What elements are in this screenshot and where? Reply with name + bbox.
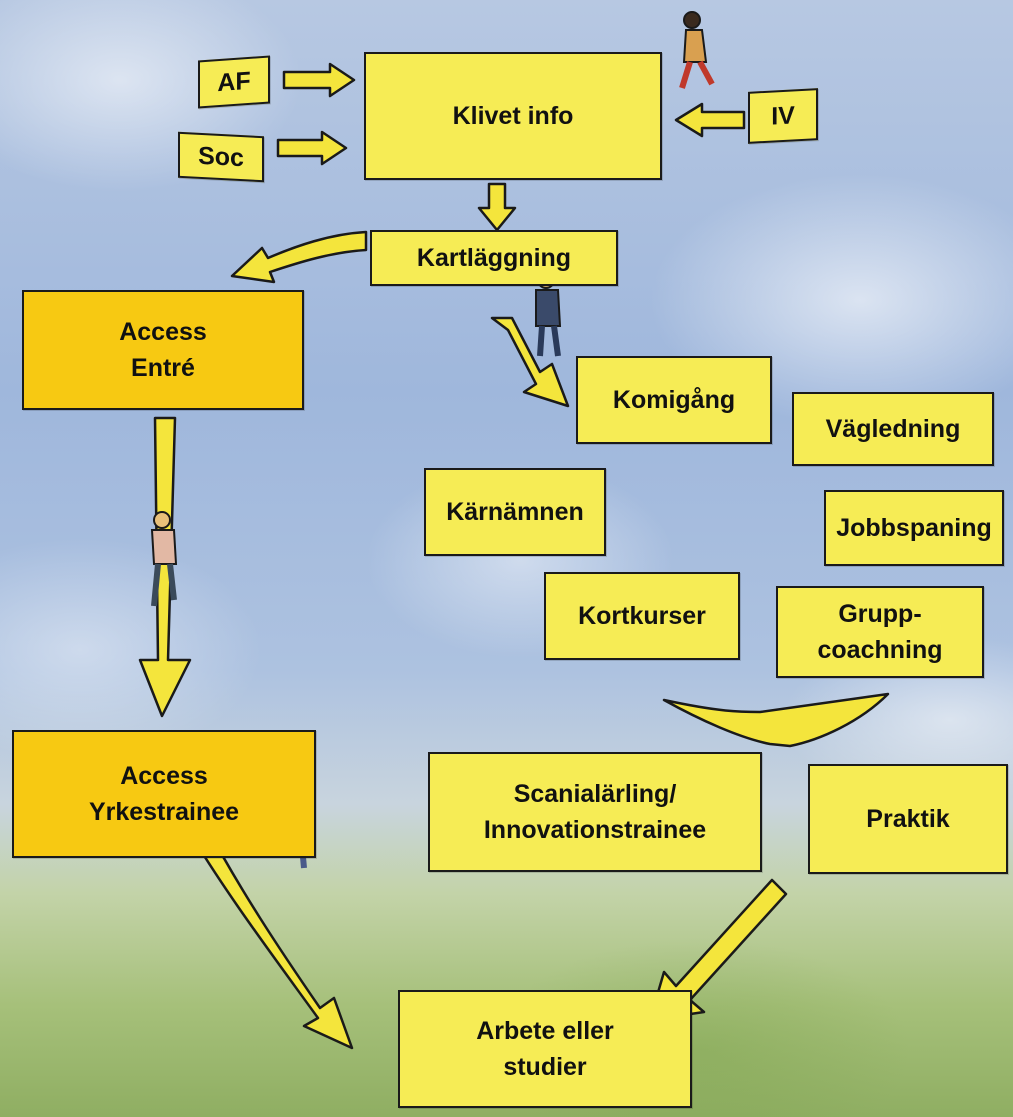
node-gruppcoachning: Grupp- coachning [776, 586, 984, 678]
arrow-soc-to-klivet [276, 130, 348, 166]
node-scanialarling: Scanialärling/ Innovationstrainee [428, 752, 762, 872]
node-soc-label: Soc [198, 141, 244, 173]
arrow-kartlaggning-to-access-entre [230, 230, 368, 284]
node-access-entre-label: Access Entré [119, 317, 207, 382]
node-arbete-studier-label: Arbete eller studier [476, 1016, 614, 1081]
arrow-merge-to-results [662, 692, 890, 748]
node-arbete-studier: Arbete eller studier [398, 990, 692, 1108]
node-jobbspaning-label: Jobbspaning [836, 513, 992, 542]
node-kortkurser-label: Kortkurser [578, 601, 706, 630]
node-komigang-label: Komigång [612, 385, 736, 414]
node-kartlaggning-label: Kartläggning [416, 243, 572, 272]
node-gruppcoachning-label: Grupp- coachning [817, 599, 943, 664]
node-access-yrkestrainee-label: Access Yrkestrainee [88, 761, 240, 826]
node-iv: IV [748, 88, 818, 144]
node-vagledning-label: Vägledning [825, 414, 961, 443]
node-kartlaggning: Kartläggning [370, 230, 618, 286]
node-scanialarling-label: Scanialärling/ Innovationstrainee [483, 779, 707, 844]
node-af-label: AF [217, 66, 251, 98]
node-kortkurser: Kortkurser [544, 572, 740, 660]
arrow-entre-to-yrkestrainee [138, 416, 192, 718]
node-klivet-info: Klivet info [364, 52, 662, 180]
node-praktik: Praktik [808, 764, 1008, 874]
climbing-figure-icon [150, 511, 178, 607]
node-iv-label: IV [771, 101, 795, 131]
node-access-yrkestrainee: Access Yrkestrainee [12, 730, 316, 858]
arrow-yrkestrainee-to-arbete [184, 820, 354, 1050]
node-karnamnen: Kärnämnen [424, 468, 606, 556]
node-komigang: Komigång [576, 356, 772, 444]
node-vagledning: Vägledning [792, 392, 994, 466]
arrow-af-to-klivet [282, 62, 356, 98]
arrow-kartlaggning-to-komigang [490, 316, 570, 408]
node-jobbspaning: Jobbspaning [824, 490, 1004, 566]
node-af: AF [198, 55, 270, 109]
arrow-klivet-to-kartlaggning [477, 182, 517, 232]
walking-figure-icon [679, 11, 715, 89]
node-access-entre: Access Entré [22, 290, 304, 410]
arrow-iv-to-klivet [674, 102, 746, 138]
node-klivet-info-label: Klivet info [452, 101, 574, 130]
node-soc: Soc [178, 131, 264, 183]
node-karnamnen-label: Kärnämnen [446, 497, 584, 526]
node-praktik-label: Praktik [866, 804, 950, 833]
